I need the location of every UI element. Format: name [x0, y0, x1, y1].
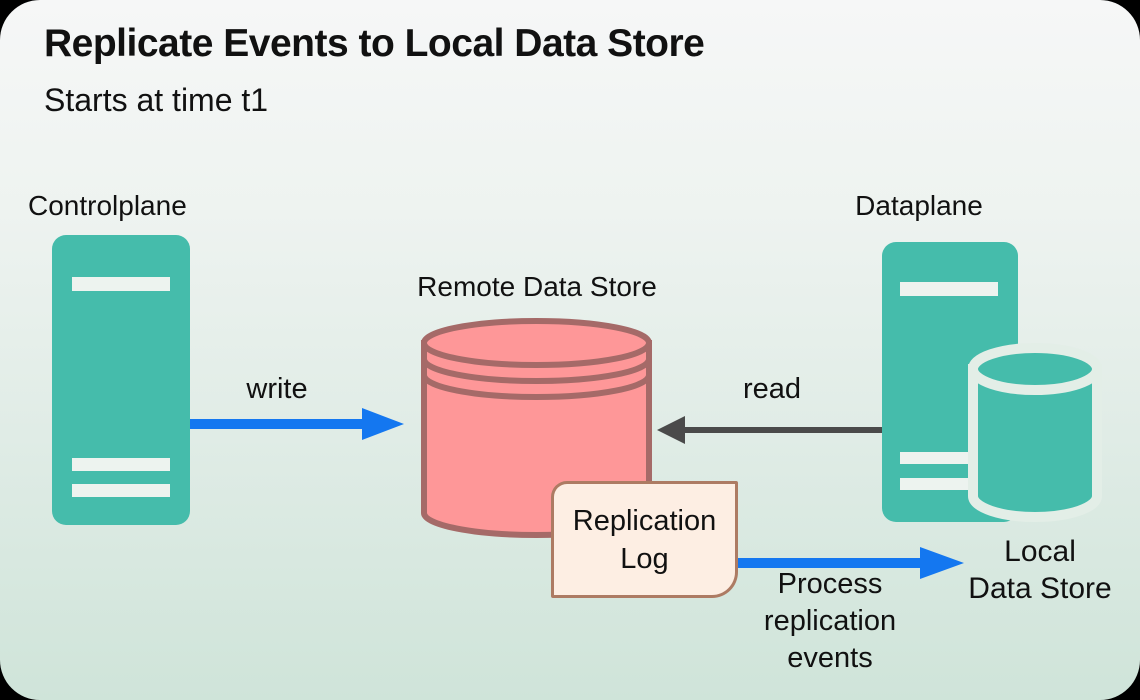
- server-slot-icon: [72, 458, 170, 471]
- server-slot-icon: [900, 452, 976, 464]
- server-slot-icon: [72, 277, 170, 291]
- write-arrow-label: write: [246, 373, 308, 405]
- server-slot-icon: [900, 282, 998, 296]
- replication-log-label: Replication Log: [572, 504, 717, 575]
- dataplane-label: Dataplane: [855, 190, 983, 221]
- process-replication-arrow-icon: [738, 547, 964, 579]
- write-arrow-icon: [190, 408, 404, 440]
- read-arrow-icon: [657, 416, 884, 444]
- controlplane-server-icon: [52, 235, 190, 525]
- server-slot-icon: [72, 484, 170, 497]
- local-data-store-label: Local Data Store: [968, 535, 1112, 605]
- read-arrow-label: read: [742, 373, 802, 405]
- server-slot-icon: [900, 478, 976, 490]
- controlplane-label: Controlplane: [28, 190, 187, 221]
- remote-data-store-label: Remote Data Store: [417, 271, 657, 302]
- page-subtitle: Starts at time t1: [44, 82, 269, 118]
- replication-log-callout: Replication Log: [551, 481, 738, 598]
- process-replication-label: Process replication events: [763, 568, 897, 674]
- local-data-store-cylinder-icon: [968, 343, 1102, 522]
- page-title: Replicate Events to Local Data Store: [44, 22, 705, 65]
